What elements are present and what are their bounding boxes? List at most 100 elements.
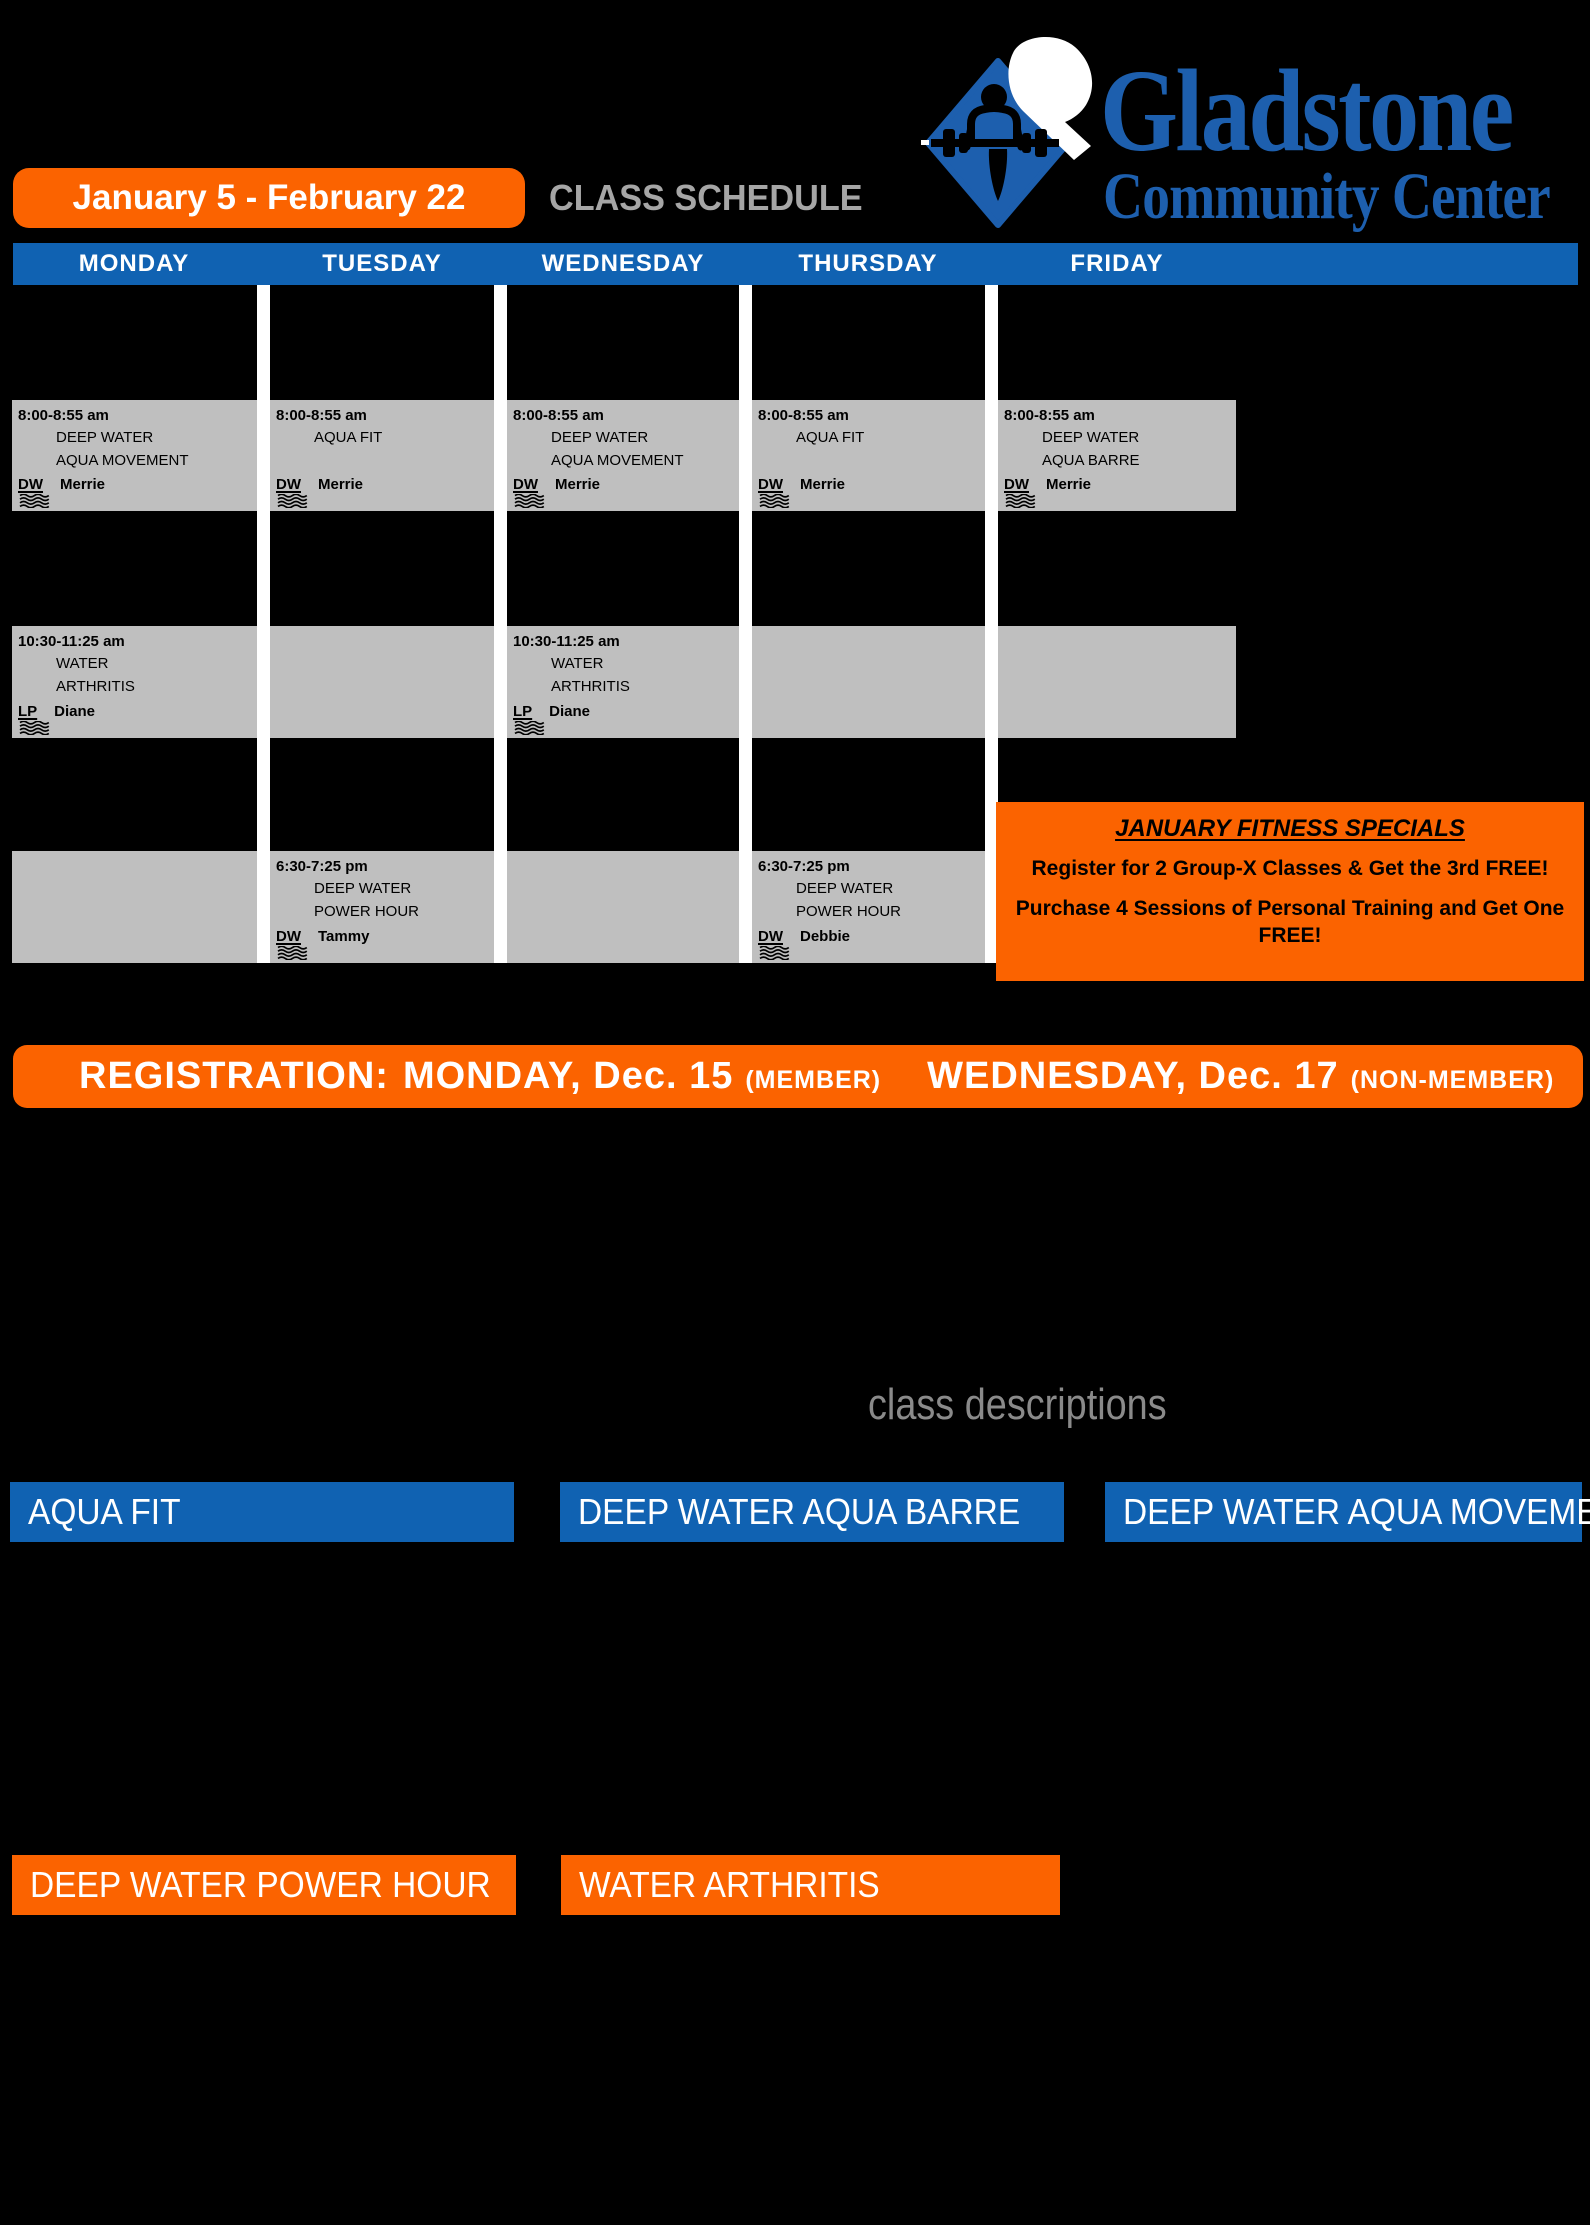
day-label-monday: MONDAY (78, 250, 190, 277)
column-divider (985, 285, 998, 963)
instructor-name: Merrie (60, 476, 106, 493)
page-title: CLASS SCHEDULE (549, 168, 879, 228)
date-range-box: January 5 - February 22 (13, 168, 525, 228)
schedule-cell-empty (752, 626, 985, 738)
class-name-line: DEEP WATER (314, 880, 412, 897)
fitness-specials-line: Register for 2 Group-X Classes & Get the… (1031, 857, 1549, 880)
column-divider (494, 285, 507, 963)
format-tag: DW (758, 928, 783, 945)
logo-barbell-bar (931, 139, 1059, 147)
schedule-cell-empty (507, 851, 739, 963)
schedule-cell-empty (12, 851, 257, 963)
column-divider (739, 285, 752, 963)
logo-name: Gladstone (1100, 45, 1514, 176)
class-time: 8:00-8:55 am (276, 407, 367, 424)
registration-label: REGISTRATION: (79, 1055, 389, 1097)
instructor-name: Merrie (1046, 476, 1092, 493)
class-header-deep-water-aqua-movement: DEEP WATER AQUA MOVEMENT (1105, 1482, 1590, 1542)
logo-swoosh (1008, 36, 1093, 160)
instructor-name: Diane (549, 703, 591, 720)
class-header-aqua-fit: AQUA FIT (10, 1482, 514, 1542)
class-name-line: DEEP WATER (796, 880, 894, 897)
wave-icon (759, 493, 790, 509)
wave-icon (19, 720, 50, 736)
wave-icon (19, 493, 50, 509)
page-title-label: CLASS SCHEDULE (549, 177, 863, 218)
class-name-line: POWER HOUR (796, 903, 901, 920)
day-label-wednesday: WEDNESDAY (541, 250, 705, 277)
logo-bar-end-right (1061, 140, 1069, 145)
registration-nonmember-day: WEDNESDAY, Dec. 17 (927, 1055, 1339, 1097)
wave-icon (277, 945, 308, 961)
class-time: 10:30-11:25 am (513, 633, 620, 650)
instructor-name: Debbie (800, 928, 851, 945)
class-name-line: DEEP WATER (551, 429, 649, 446)
class-header-water-arthritis: WATER ARTHRITIS (561, 1855, 1060, 1915)
day-label-friday: FRIDAY (1070, 250, 1164, 277)
schedule-cell-empty (270, 626, 494, 738)
wave-icon (277, 493, 308, 509)
registration-member-note: (MEMBER) (745, 1066, 882, 1094)
column-divider (257, 285, 270, 963)
logo-person-legs (988, 149, 1008, 201)
logo-person-head (981, 84, 1007, 110)
day-label-tuesday: TUESDAY (322, 250, 442, 277)
logo-bar-end-left (921, 140, 929, 145)
class-tag-row: DW Debbie (758, 928, 981, 946)
logo-subtitle: Community Center (1103, 160, 1551, 233)
logo-barbell-person-icon (921, 36, 1093, 228)
instructor-name: Merrie (800, 476, 846, 493)
logo-barbell-plate-right-inner (1022, 133, 1031, 153)
class-name-line: DEEP WATER (56, 429, 154, 446)
logo-barbell-plate-right (1035, 129, 1047, 157)
class-time: 6:30-7:25 pm (758, 858, 850, 875)
wave-icon (1005, 493, 1036, 509)
class-name-line: WATER (551, 655, 604, 672)
logo-person-torso (967, 104, 1021, 145)
class-time: 8:00-8:55 am (513, 407, 604, 424)
class-header-deep-water-power-hour: DEEP WATER POWER HOUR (12, 1855, 516, 1915)
logo-barbell-plate-left (943, 129, 955, 157)
instructor-name: Diane (54, 703, 96, 720)
wave-icon (514, 493, 545, 509)
wave-icon (759, 945, 790, 961)
class-time: 8:00-8:55 am (758, 407, 849, 424)
class-name-line: AQUA FIT (796, 429, 865, 446)
class-name-line: DEEP WATER (1042, 429, 1140, 446)
registration-bar: REGISTRATION: MONDAY, Dec. 15 (MEMBER) W… (13, 1045, 1583, 1108)
format-tag: DW (276, 928, 301, 945)
class-descriptions-heading: class descriptions (868, 1380, 1167, 1429)
fitness-specials-title: JANUARY FITNESS SPECIALS (1115, 815, 1465, 842)
class-name-line: ARTHRITIS (56, 678, 135, 695)
fitness-specials-box: JANUARY FITNESS SPECIALS Register for 2 … (996, 802, 1584, 981)
class-name-line: AQUA BARRE (1042, 452, 1140, 469)
class-name-line: AQUA FIT (314, 429, 383, 446)
fitness-specials-line: Purchase 4 Sessions of Personal Training… (1015, 896, 1565, 948)
class-tag-row: DW Merrie (276, 476, 490, 494)
schedule-column-tuesday: 8:00-8:55 am AQUA FIT DW Merrie 6:30-7:25 pm… (270, 285, 494, 963)
instructor-name: Merrie (318, 476, 364, 493)
format-tag: DW (276, 476, 301, 493)
class-tag-row: DW Merrie (1004, 476, 1232, 494)
instructor-name: Merrie (555, 476, 601, 493)
format-tag: DW (1004, 476, 1029, 493)
class-time: 6:30-7:25 pm (276, 858, 368, 875)
class-header-deep-water-aqua-barre: DEEP WATER AQUA BARRE (560, 1482, 1064, 1542)
